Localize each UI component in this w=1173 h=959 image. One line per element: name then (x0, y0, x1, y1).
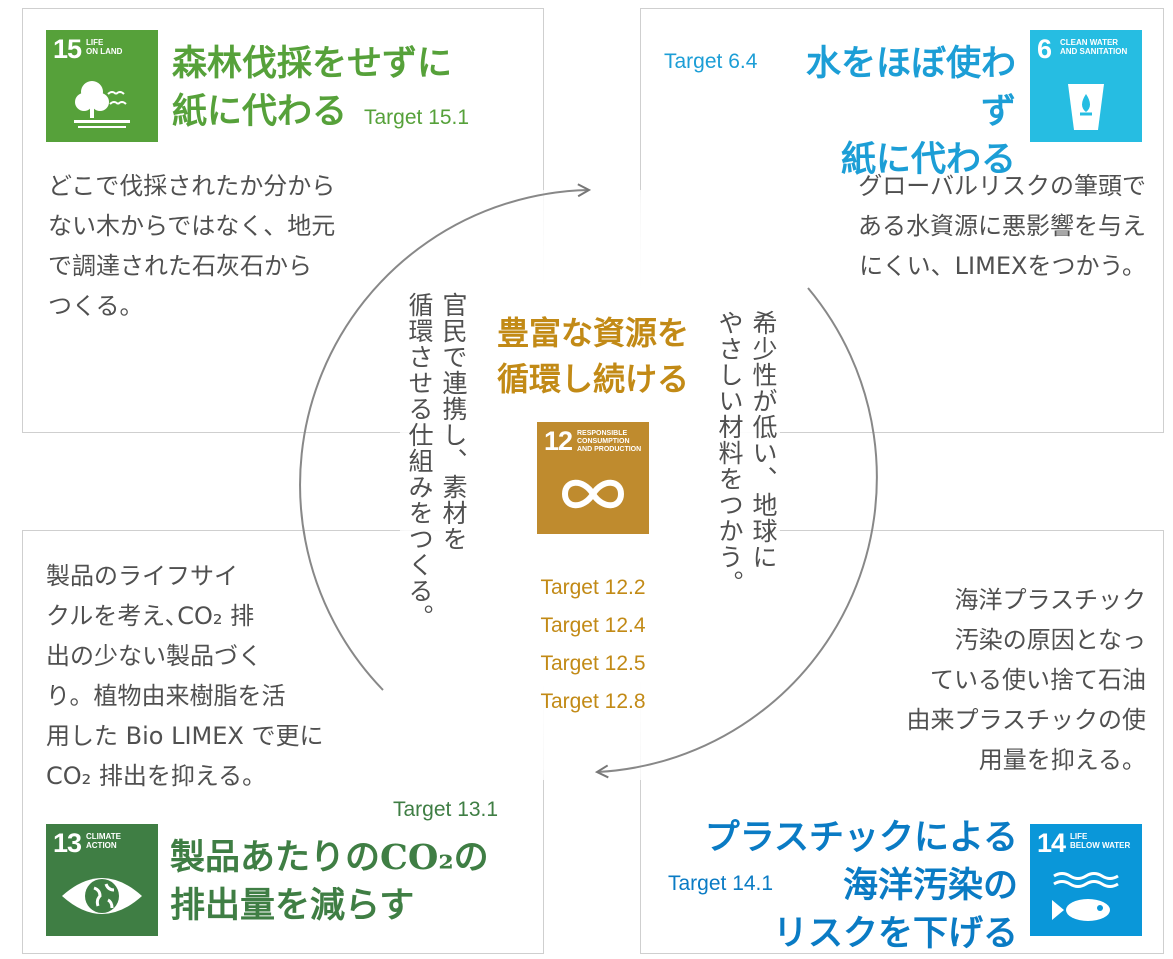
eye-globe-icon (62, 878, 142, 914)
goal-13-title: 製品あたりのCO₂の 排出量を減らす (170, 837, 489, 926)
fish-icon (1052, 872, 1119, 921)
goal-14-title: プラスチックによる 海洋汚染の リスクを下げる (704, 817, 1018, 954)
badge-caption: RESPONSIBLE CONSUMPTION AND PRODUCTION (577, 430, 642, 453)
center-target-3: Target 12.5 (540, 652, 646, 675)
badge-number: 6 (1037, 34, 1052, 64)
goal-13-description: 製品のライフサイ クルを考え､CO₂ 排 出の少ない製品づく り。植物由来樹脂を… (46, 562, 324, 790)
infinity-loop-icon (561, 479, 625, 509)
badge-caption: LIFE BELOW WATER (1070, 832, 1131, 850)
badge-number: 13 (53, 828, 82, 858)
badge-number: 15 (53, 34, 82, 64)
goal-6-description: グローバルリスクの筆頭で ある水資源に悪影響を与え にくい、LIMEXをつかう。 (858, 172, 1146, 280)
goal-6-title: 水をほぼ使わず 紙に代わる (805, 43, 1016, 180)
sdg-6-badge: 6 CLEAN WATER AND SANITATION (1030, 30, 1142, 142)
badge-caption: CLEAN WATER AND SANITATION (1060, 38, 1128, 56)
sdg-15-badge: 15 LIFE ON LAND (46, 30, 158, 142)
goal-14-description: 海洋プラスチック 汚染の原因となっ ている使い捨て石油 由来プラスチックの使 用… (906, 586, 1146, 774)
badge-number: 12 (544, 426, 573, 456)
goal-6-target: Target 6.4 (664, 50, 758, 73)
center-target-1: Target 12.2 (540, 576, 646, 599)
center-target-4: Target 12.8 (540, 690, 646, 713)
tree-icon (74, 81, 130, 128)
center-target-2: Target 12.4 (540, 614, 646, 637)
center-left-vertical-text: 官民で連携し、素材を 循環させる仕組みをつくる。 (405, 292, 468, 630)
badge-caption: CLIMATE ACTION (86, 832, 121, 850)
cycle-arrow-bottom (598, 287, 878, 772)
center-right-vertical-text: 希少性が低い、地球に やさしい材料をつかう。 (715, 310, 778, 596)
goal-15-description: どこで伐採されたか分から ない木からではなく、地元 で調達された石灰石から つく… (48, 172, 336, 320)
goal-15-target: Target 15.1 (364, 106, 470, 129)
sdg-14-badge: 14 LIFE BELOW WATER (1030, 824, 1142, 936)
center-title: 豊富な資源を 循環し続ける (496, 314, 689, 398)
sdg-13-badge: 13 CLIMATE ACTION (46, 824, 158, 936)
cycle-arrow-top (299, 190, 588, 691)
badge-number: 14 (1037, 828, 1066, 858)
water-glass-icon (1068, 84, 1104, 130)
goal-15-title: 森林伐採をせずに 紙に代わる (172, 43, 453, 132)
goal-13-target: Target 13.1 (393, 798, 499, 821)
goal-14-target: Target 14.1 (668, 872, 774, 895)
sdg-12-badge: 12 RESPONSIBLE CONSUMPTION AND PRODUCTIO… (537, 422, 649, 534)
badge-caption: LIFE ON LAND (86, 38, 123, 56)
